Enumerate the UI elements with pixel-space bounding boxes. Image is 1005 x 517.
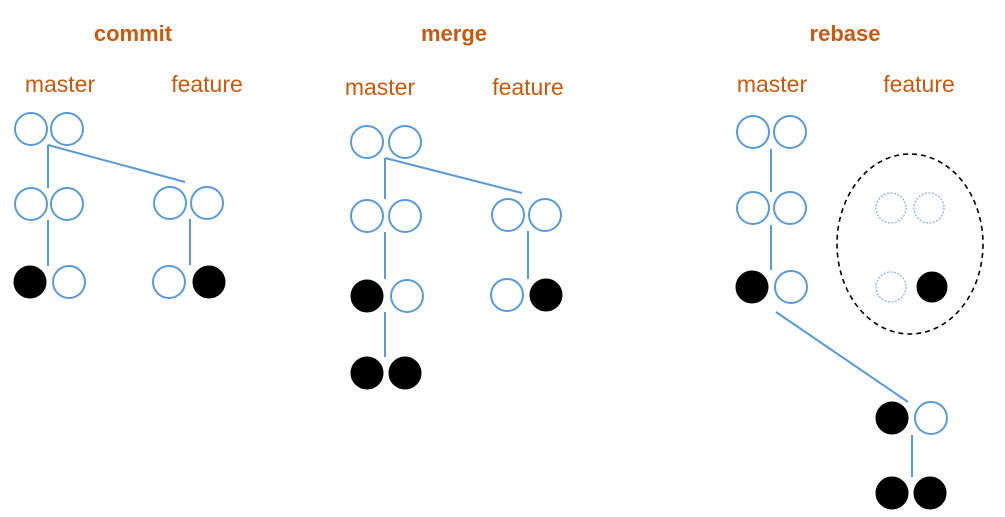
commit-feature-commit-1	[153, 186, 224, 220]
merge-node-filled	[350, 356, 384, 390]
commit-node-hollow	[153, 186, 187, 220]
rebase-node-filled	[875, 476, 909, 510]
commit-node-hollow	[52, 265, 86, 299]
merge-master-label: master	[345, 74, 416, 100]
commit-edge-root-feature	[47, 144, 186, 183]
merge-edge-root-feature	[384, 157, 523, 194]
rebase-rebased-commit-1	[875, 401, 948, 435]
merge-node-filled	[388, 356, 422, 390]
rebase-node-filled	[916, 271, 948, 303]
merge-title: merge	[421, 21, 487, 46]
merge-node-filled	[350, 279, 384, 313]
commit-node-filled	[192, 265, 226, 299]
rebase-old-feature-commit-2	[875, 271, 948, 303]
rebase-edges	[770, 149, 913, 477]
merge-merge-commit	[350, 356, 422, 390]
rebase-title: rebase	[810, 21, 881, 46]
rebase-node-hollow	[736, 191, 770, 225]
commit-node-hollow	[50, 112, 84, 146]
rebase-master-commit-2	[735, 270, 808, 304]
rebase-node-filled	[875, 401, 909, 435]
commit-panel: commit master feature	[13, 21, 243, 299]
merge-edges	[384, 157, 529, 357]
rebase-master-commit-1	[736, 191, 807, 225]
merge-feature-label: feature	[492, 74, 564, 100]
merge-node-hollow	[388, 125, 422, 159]
merge-node-hollow	[390, 279, 424, 313]
commit-feature-label: feature	[171, 71, 243, 97]
rebase-edge-to-rebased	[775, 311, 909, 403]
rebase-node-hollow	[774, 270, 808, 304]
merge-master-commit-1	[350, 199, 422, 233]
commit-master-label: master	[25, 71, 96, 97]
commit-node-hollow	[14, 112, 48, 146]
commit-node-filled	[13, 265, 47, 299]
merge-node-hollow	[528, 198, 562, 232]
rebase-root-commit	[736, 115, 807, 149]
rebase-discarded-ellipse	[836, 153, 984, 335]
rebase-feature-label: feature	[883, 71, 955, 97]
merge-node-hollow	[490, 278, 524, 312]
commit-node-hollow	[14, 187, 48, 221]
commit-node-hollow	[190, 186, 224, 220]
commit-edges	[47, 144, 191, 266]
commit-root-commit	[14, 112, 84, 146]
merge-node-filled	[529, 278, 563, 312]
rebase-node-faded	[875, 271, 907, 303]
rebase-rebased-commit-2	[875, 476, 947, 510]
merge-feature-commit-1	[491, 198, 562, 232]
merge-node-hollow	[350, 199, 384, 233]
merge-root-commit	[350, 125, 422, 159]
commit-title: commit	[94, 21, 173, 46]
rebase-node-filled	[735, 270, 769, 304]
rebase-old-feature-commit-1	[875, 192, 945, 224]
commit-feature-commit-2	[152, 265, 226, 299]
rebase-node-faded	[875, 192, 907, 224]
commit-master-commit-2	[13, 265, 86, 299]
rebase-panel: rebase master feature	[735, 21, 984, 510]
merge-master-commit-2	[350, 279, 424, 313]
commit-node-hollow	[50, 187, 84, 221]
rebase-master-label: master	[737, 71, 808, 97]
rebase-node-hollow	[736, 115, 770, 149]
rebase-node-hollow	[914, 401, 948, 435]
rebase-old-feature-group	[836, 153, 984, 335]
merge-node-hollow	[350, 125, 384, 159]
merge-node-hollow	[388, 199, 422, 233]
rebase-node-hollow	[773, 115, 807, 149]
merge-node-hollow	[491, 198, 525, 232]
rebase-node-faded	[913, 192, 945, 224]
commit-master-commit-1	[14, 187, 84, 221]
merge-panel: merge master feature	[345, 21, 564, 390]
commit-node-hollow	[152, 265, 186, 299]
merge-feature-commit-2	[490, 278, 563, 312]
rebase-node-hollow	[773, 191, 807, 225]
rebase-node-filled	[913, 476, 947, 510]
